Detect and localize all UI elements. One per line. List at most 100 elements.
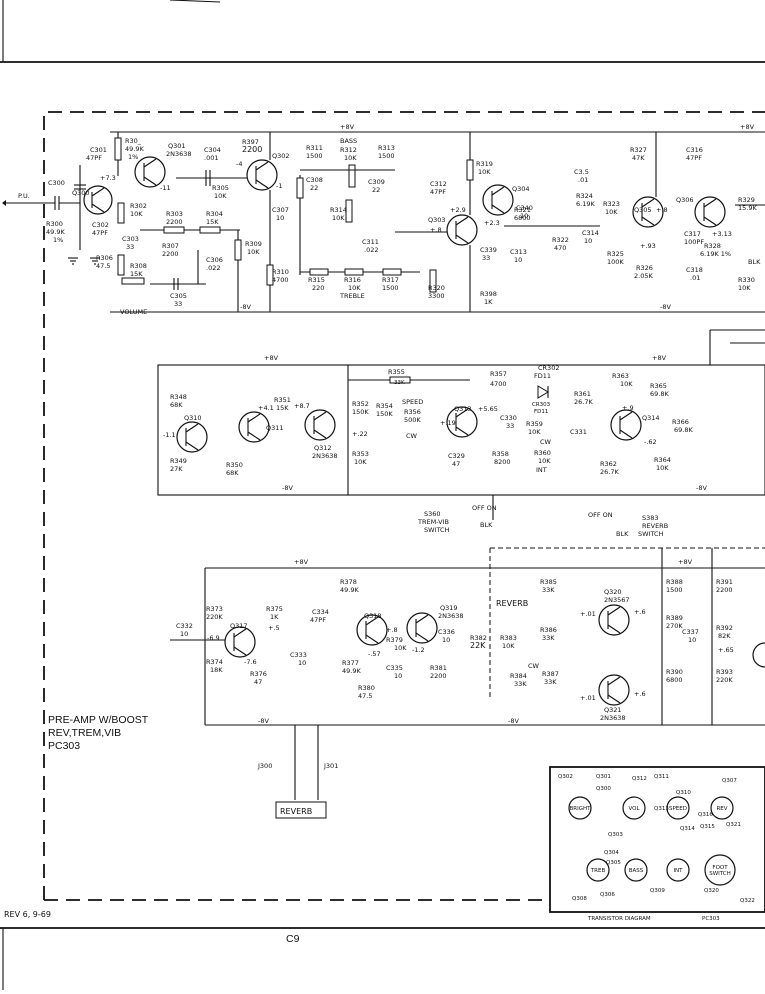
c303-label: C303 — [122, 235, 139, 243]
q317-voltage-a: -6.9 — [207, 634, 220, 642]
title-line-2: REV,TREM,VIB — [48, 727, 121, 739]
r380-label: R380 — [358, 684, 375, 692]
c305-label: C305 — [170, 292, 187, 300]
q317-transistor — [224, 626, 256, 658]
c300-label: C300 — [48, 179, 65, 187]
bass-label: BASS — [340, 137, 357, 145]
c306-label: C306 — [206, 256, 223, 264]
r387-value: 33K — [544, 678, 557, 686]
q322-voltage: +.65 — [718, 646, 734, 654]
transistor-diagram-caption: TRANSISTOR DIAGRAM — [587, 916, 651, 922]
fd11b-label: FD11 — [534, 409, 548, 415]
r301-value: 49.9K — [125, 145, 144, 153]
q300-transistor — [83, 185, 113, 215]
r379-value: 10K — [394, 644, 407, 652]
r358-label: R358 — [492, 450, 509, 458]
r327-value: 47K — [632, 154, 645, 162]
j300-label: J300 — [257, 762, 272, 770]
r359-label: R359 — [526, 420, 543, 428]
q305-voltage: +.93 — [640, 242, 656, 250]
c339-label: C339 — [480, 246, 497, 254]
r389-value: 270K — [666, 622, 683, 630]
q305-label: Q305 — [634, 206, 652, 214]
r329-value: 15.9K — [738, 204, 757, 212]
r377-value: 49.9K — [342, 667, 361, 675]
knob-label: INT — [673, 868, 683, 874]
rail-plus8-top-right: +8V — [740, 123, 755, 131]
c336-value: 10 — [442, 636, 450, 644]
r348-value: 68K — [170, 401, 183, 409]
r364-label: R364 — [654, 456, 671, 464]
c340-label: C340 — [516, 204, 533, 212]
c329-label: C329 — [448, 452, 465, 460]
c337-value: 10 — [688, 636, 696, 644]
r305-value: 10K — [214, 192, 227, 200]
r312-label: R312 — [340, 146, 357, 154]
q320-voltage-a: +.01 — [580, 610, 596, 618]
c339-value: 33 — [482, 254, 490, 262]
r365-label: R365 — [650, 382, 667, 390]
reverb-control-label: REVERB — [496, 599, 528, 608]
r312-value: 10K — [344, 154, 357, 162]
r308-label: R308 — [130, 262, 147, 270]
q312-type: 2N3638 — [312, 452, 338, 460]
transistor-position-label: Q304 — [604, 850, 619, 856]
r380-value: 47.5 — [358, 692, 372, 700]
transistor-position-label: Q311 — [654, 774, 669, 780]
r348-label: R348 — [170, 393, 187, 401]
q321-type: 2N3638 — [600, 714, 626, 722]
r309-label: R309 — [245, 240, 262, 248]
q320-transistor — [598, 604, 630, 636]
r365-value: 69.8K — [650, 390, 669, 398]
c315-value: .01 — [578, 176, 588, 184]
r366-value: 69.8K — [674, 426, 693, 434]
q306-voltage: +3.13 — [712, 230, 732, 238]
r360-label: R360 — [534, 449, 551, 457]
transistor-position-label: Q303 — [608, 832, 623, 838]
c314-value: 10 — [584, 237, 592, 245]
c308-value: 22 — [310, 184, 318, 192]
c333-label: C333 — [290, 651, 307, 659]
q302-label: Q302 — [272, 152, 290, 160]
r308-value: 15K — [130, 270, 143, 278]
q300-voltage: +7.3 — [100, 174, 116, 182]
q305-voltage-b: +.8 — [656, 206, 668, 214]
r388-label: R388 — [666, 578, 683, 586]
transistor-position-label: Q309 — [650, 888, 665, 894]
q311-voltage-a: +4.1 — [258, 404, 274, 412]
r378-value: 49.9K — [340, 586, 359, 594]
q317-label: Q317 — [230, 622, 248, 630]
q317-voltage-c: +.5 — [268, 624, 280, 632]
r309-value: 10K — [247, 248, 260, 256]
transistor-position-label: Q308 — [572, 896, 587, 902]
q301-voltage: -11 — [160, 184, 171, 192]
c304-label: C304 — [204, 146, 221, 154]
c335-value: 10 — [394, 672, 402, 680]
knob-label: TREB — [590, 868, 606, 874]
r352-value: 150K — [352, 408, 369, 416]
r310-value: 4700 — [272, 276, 289, 284]
knob-int: INT — [666, 858, 690, 882]
rail-minus8-trem: -8V — [282, 484, 293, 492]
q302-voltage: -4 — [236, 160, 242, 168]
r386-label: R386 — [540, 626, 557, 634]
q318-transistor — [356, 614, 388, 646]
r381-value: 2200 — [430, 672, 447, 680]
tremolo-section: +8V +8V -8V -8V R348 68K R349 27K Q310 -… — [157, 329, 765, 534]
q320-label: Q320 — [604, 588, 622, 596]
q303-voltage-b: +.8 — [430, 226, 442, 234]
transistor-position-label: Q316 — [698, 812, 713, 818]
r307-value: 2200 — [162, 250, 179, 258]
knob-label: FOOT — [712, 865, 728, 871]
r366-label: R366 — [672, 418, 689, 426]
r390-value: 6800 — [666, 676, 683, 684]
r374-label: R374 — [206, 658, 223, 666]
c302-value: 47PF — [92, 229, 108, 237]
r319-value: 10K — [478, 168, 491, 176]
r303-value: 2200 — [166, 218, 183, 226]
q311-voltage-b: +8.7 — [294, 402, 310, 410]
transistor-position-label: Q314 — [680, 826, 695, 832]
r385-label: R385 — [540, 578, 557, 586]
r306-label: R306 — [96, 254, 113, 262]
